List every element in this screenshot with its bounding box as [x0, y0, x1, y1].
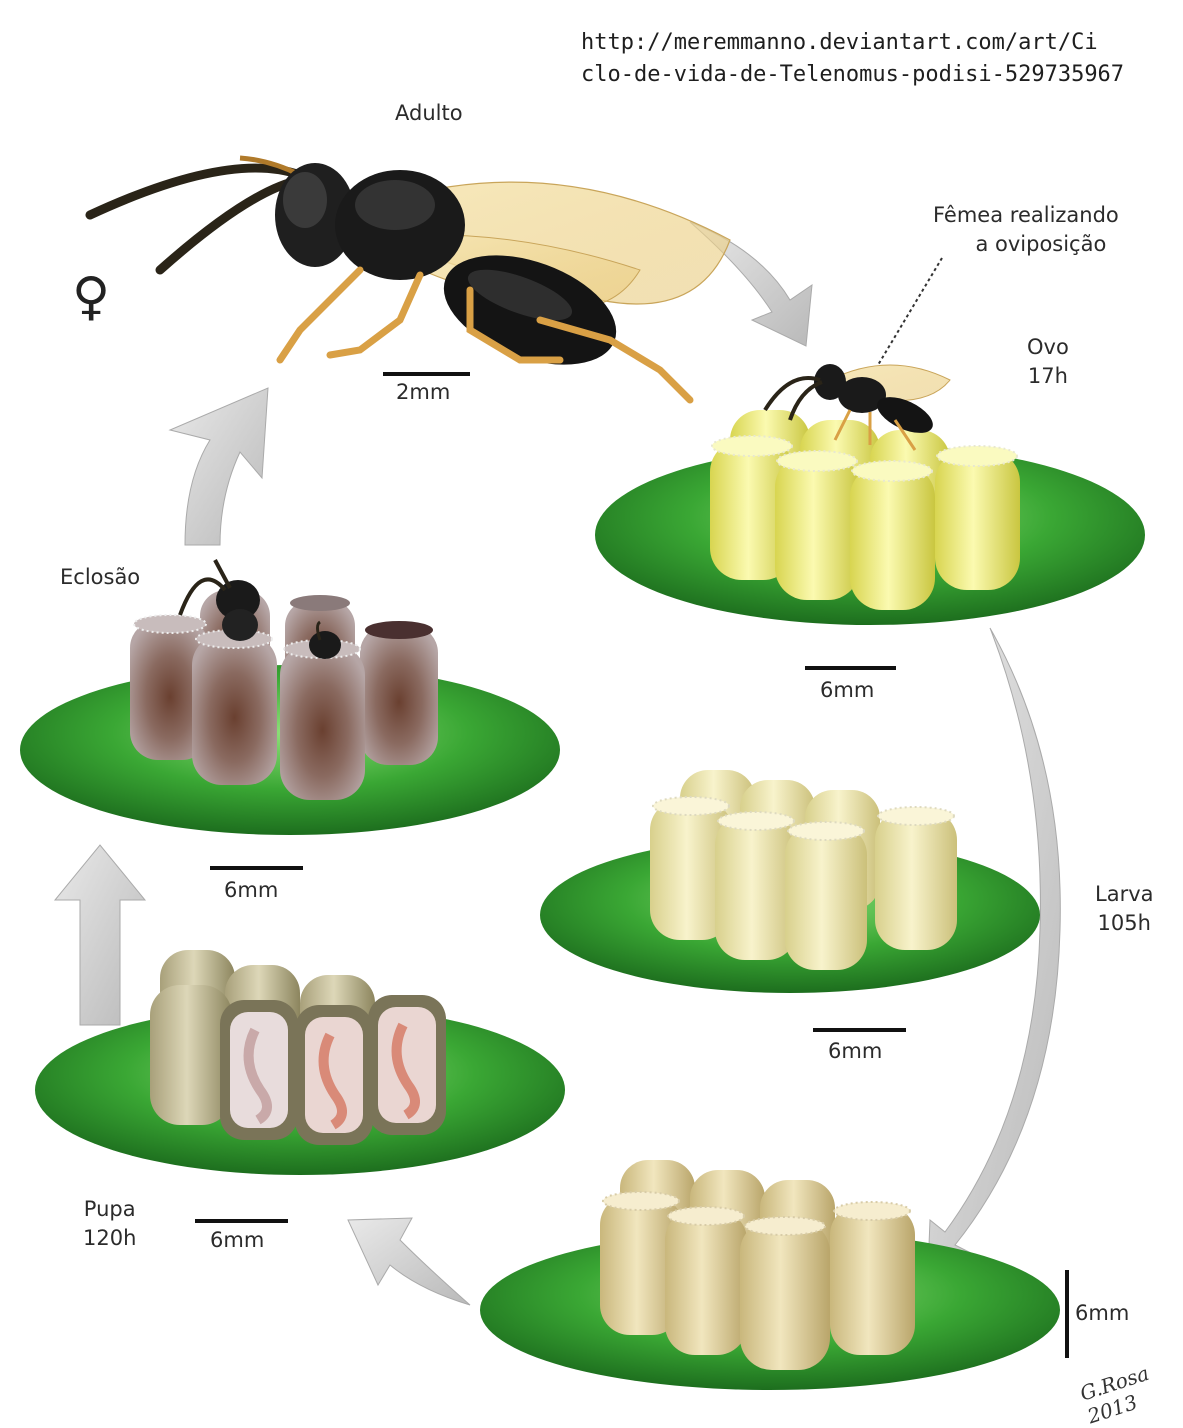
pupa-stage-time: 120h [83, 1224, 136, 1253]
emergence-label: Eclosão [60, 563, 140, 592]
late-larva-scale-label: 6mm [1075, 1299, 1129, 1328]
larva-stage-name: Larva [1095, 880, 1154, 909]
oviposition-pointer [878, 258, 942, 365]
egg-stage-time: 17h [1027, 362, 1069, 391]
egg-cluster-fresh [710, 410, 1020, 610]
egg-scale-label: 6mm [820, 676, 874, 705]
arrow-pupa-to-emergence [55, 845, 145, 1025]
egg-cluster-pupa [150, 950, 446, 1145]
pupa-stage-name: Pupa [83, 1195, 136, 1224]
egg-stage [595, 258, 1145, 668]
arrow-emergence-to-adult [170, 388, 268, 545]
emergence-stage [20, 560, 560, 868]
larva-stage-time: 105h [1095, 909, 1154, 938]
egg-cluster-larva [650, 770, 957, 970]
oviposition-line1: Fêmea realizando [933, 201, 1119, 230]
larva-scale-label: 6mm [828, 1037, 882, 1066]
source-url-line1: http://meremmanno.deviantart.com/art/Ci [581, 27, 1124, 59]
source-url-line2: clo-de-vida-de-Telenomus-podisi-52973596… [581, 59, 1124, 91]
pupa-label: Pupa 120h [83, 1195, 136, 1253]
adult-scale-label: 2mm [396, 378, 450, 407]
egg-stage-name: Ovo [1027, 333, 1069, 362]
emergence-scale-label: 6mm [224, 876, 278, 905]
oviposition-label: Fêmea realizando a oviposição [933, 201, 1119, 259]
adult-wasp [90, 158, 730, 400]
arrow-larva-to-pupa [348, 1218, 470, 1305]
female-symbol: ♀ [72, 267, 110, 327]
oviposition-line2: a oviposição [933, 230, 1119, 259]
source-url[interactable]: http://meremmanno.deviantart.com/art/Ci … [581, 27, 1124, 91]
pupa-scale-label: 6mm [210, 1226, 264, 1255]
egg-label: Ovo 17h [1027, 333, 1069, 391]
adult-label: Adulto [395, 99, 463, 128]
larva-label: Larva 105h [1095, 880, 1154, 938]
larva-stage [540, 770, 1040, 1030]
